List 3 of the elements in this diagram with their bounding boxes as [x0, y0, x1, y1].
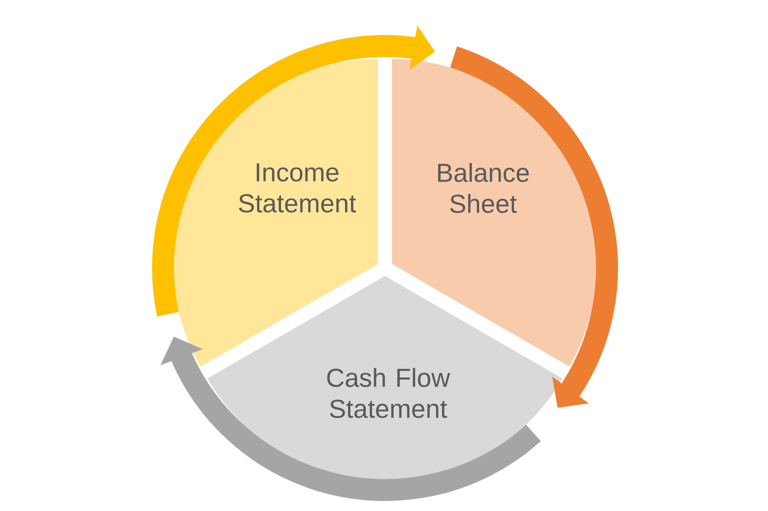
- sector: Cash Flow Statement: [207, 276, 563, 482]
- sector: Income Statement: [173, 59, 378, 366]
- sector: Balance Sheet: [392, 59, 597, 366]
